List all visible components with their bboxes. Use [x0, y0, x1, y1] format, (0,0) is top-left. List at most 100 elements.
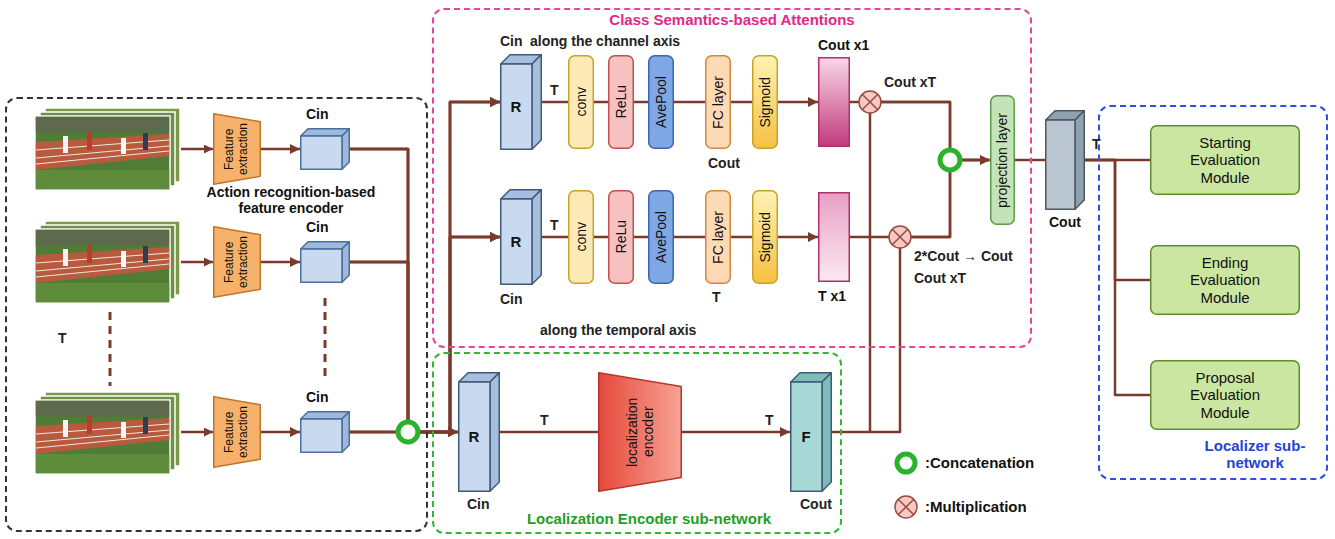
encoded-tensor: F [790, 372, 832, 492]
label-box: T [540, 412, 549, 428]
multiplication-cross [862, 94, 878, 110]
legend-label: :Concatenation [925, 454, 1034, 471]
continuation-dashes [109, 312, 112, 386]
legend-item: :Multiplication [893, 494, 1027, 520]
label-box: Cout xT [884, 74, 936, 90]
slab-front-face [1046, 120, 1075, 209]
slab-front-face [301, 136, 342, 169]
flow-connector [542, 101, 568, 104]
dimension-label: 2*Cout → Cout [914, 248, 1013, 264]
input-arrow [181, 261, 213, 264]
layer-label: AvePool [653, 76, 669, 128]
box-shape [649, 56, 674, 149]
label-box: Cin [500, 33, 523, 49]
relu-layer: ReLu [608, 55, 634, 149]
dimension-label: Cin [306, 389, 329, 405]
fc-layer: FC layer [705, 55, 731, 149]
extractor-label: Feature extraction [223, 231, 251, 293]
extractor-label: Feature extraction [223, 118, 251, 180]
slab-top-face [301, 242, 350, 249]
label-box: 2*Cout → Cout [914, 248, 1013, 264]
input-tensor: R [500, 189, 542, 285]
slab-side-face [1075, 111, 1084, 210]
label-box: T [58, 330, 67, 346]
label-box: T [550, 82, 559, 98]
output-tensor-outline [1045, 110, 1085, 210]
legend-swatch [893, 494, 919, 520]
feature-vector: Cin [300, 241, 350, 283]
video-clip [35, 108, 180, 190]
flow-connector [634, 101, 648, 104]
outside-label-box: Cin [306, 219, 329, 235]
attention-weights: Cout x1 [818, 57, 850, 147]
evaluation-module: Starting Evaluation Module [1150, 125, 1300, 195]
box-shape [569, 191, 594, 284]
box-shape [569, 56, 594, 149]
feature-vector: Cin [300, 128, 350, 170]
dimension-label: T [765, 412, 774, 428]
tensor-label: R [511, 98, 522, 115]
dimension-label: Cout xT [884, 74, 936, 90]
slab-side-face [532, 55, 541, 150]
slab-front-face [301, 249, 342, 282]
evaluation-module: Ending Evaluation Module [1150, 245, 1300, 315]
dimension-label: Cout [1049, 214, 1081, 230]
flow-connector [261, 261, 300, 264]
label-box: Cin [500, 291, 523, 307]
slab-top-face [301, 412, 350, 419]
flow-connector [1085, 160, 1150, 395]
outside-label-box: Cin [306, 106, 329, 122]
sigmoid-layer: Sigmoid [752, 55, 778, 149]
encoder-region: Action recognition-based feature encoder… [5, 97, 428, 532]
slab-top-face [301, 129, 350, 136]
flow-connector [731, 101, 752, 104]
slab-side-face [490, 373, 499, 492]
slab-side-face [532, 190, 541, 285]
dimension-label: T [712, 289, 721, 305]
slab-front-face [459, 382, 490, 491]
dimension-label: T [1092, 136, 1101, 152]
encoded-tensor-outline [790, 372, 832, 492]
dimension-label: T [550, 82, 559, 98]
dimension-label: T x1 [818, 288, 846, 304]
slab-side-face [342, 129, 349, 170]
dimension-label: Cout x1 [818, 37, 869, 53]
dimension-label: T [540, 412, 549, 428]
feature-vector: Cin [300, 411, 350, 453]
box-shape [649, 191, 674, 284]
attention-weights: T x1 [818, 192, 850, 282]
dimension-label: Cin [306, 106, 329, 122]
input-arrow [181, 148, 213, 151]
label-box: Cin [467, 496, 490, 512]
dimension-label: Cin [467, 496, 490, 512]
heading-box: Class Semantics-based Attentions [577, 11, 887, 28]
slab-side-face [342, 412, 349, 453]
multiplication-symbol [895, 496, 917, 518]
trapezoid-shape [214, 397, 261, 468]
layer-label: FC layer [710, 76, 726, 129]
concatenation-symbol [897, 454, 915, 472]
flow-connector [634, 236, 648, 239]
outside-label-box: Cout [1049, 214, 1081, 230]
slab-front-face [301, 419, 342, 452]
localizer-region: Localizer sub-networkStarting Evaluation… [1098, 105, 1328, 480]
box-shape [753, 56, 778, 149]
flow-connector [778, 236, 818, 239]
layer-label: AvePool [653, 211, 669, 263]
region-heading: Class Semantics-based Attentions [609, 11, 854, 28]
multiplication-cross [892, 229, 908, 245]
fc-layer: FC layer [705, 190, 731, 284]
feature-extractor: Feature extraction [213, 396, 261, 468]
layer-label: ReLu [613, 220, 629, 253]
dimension-label: Cin [500, 33, 523, 49]
feature-extractor: Feature extraction [213, 226, 261, 298]
feature-vector-outline [300, 411, 350, 453]
video-clip [35, 392, 180, 474]
module-label: Ending Evaluation Module [1170, 254, 1280, 306]
flow-connector [1085, 160, 1150, 280]
attention-weights-outline [818, 192, 850, 282]
pooling-layer: AvePool [648, 190, 674, 284]
box-shape [819, 58, 850, 147]
dimension-label: Cin [306, 219, 329, 235]
